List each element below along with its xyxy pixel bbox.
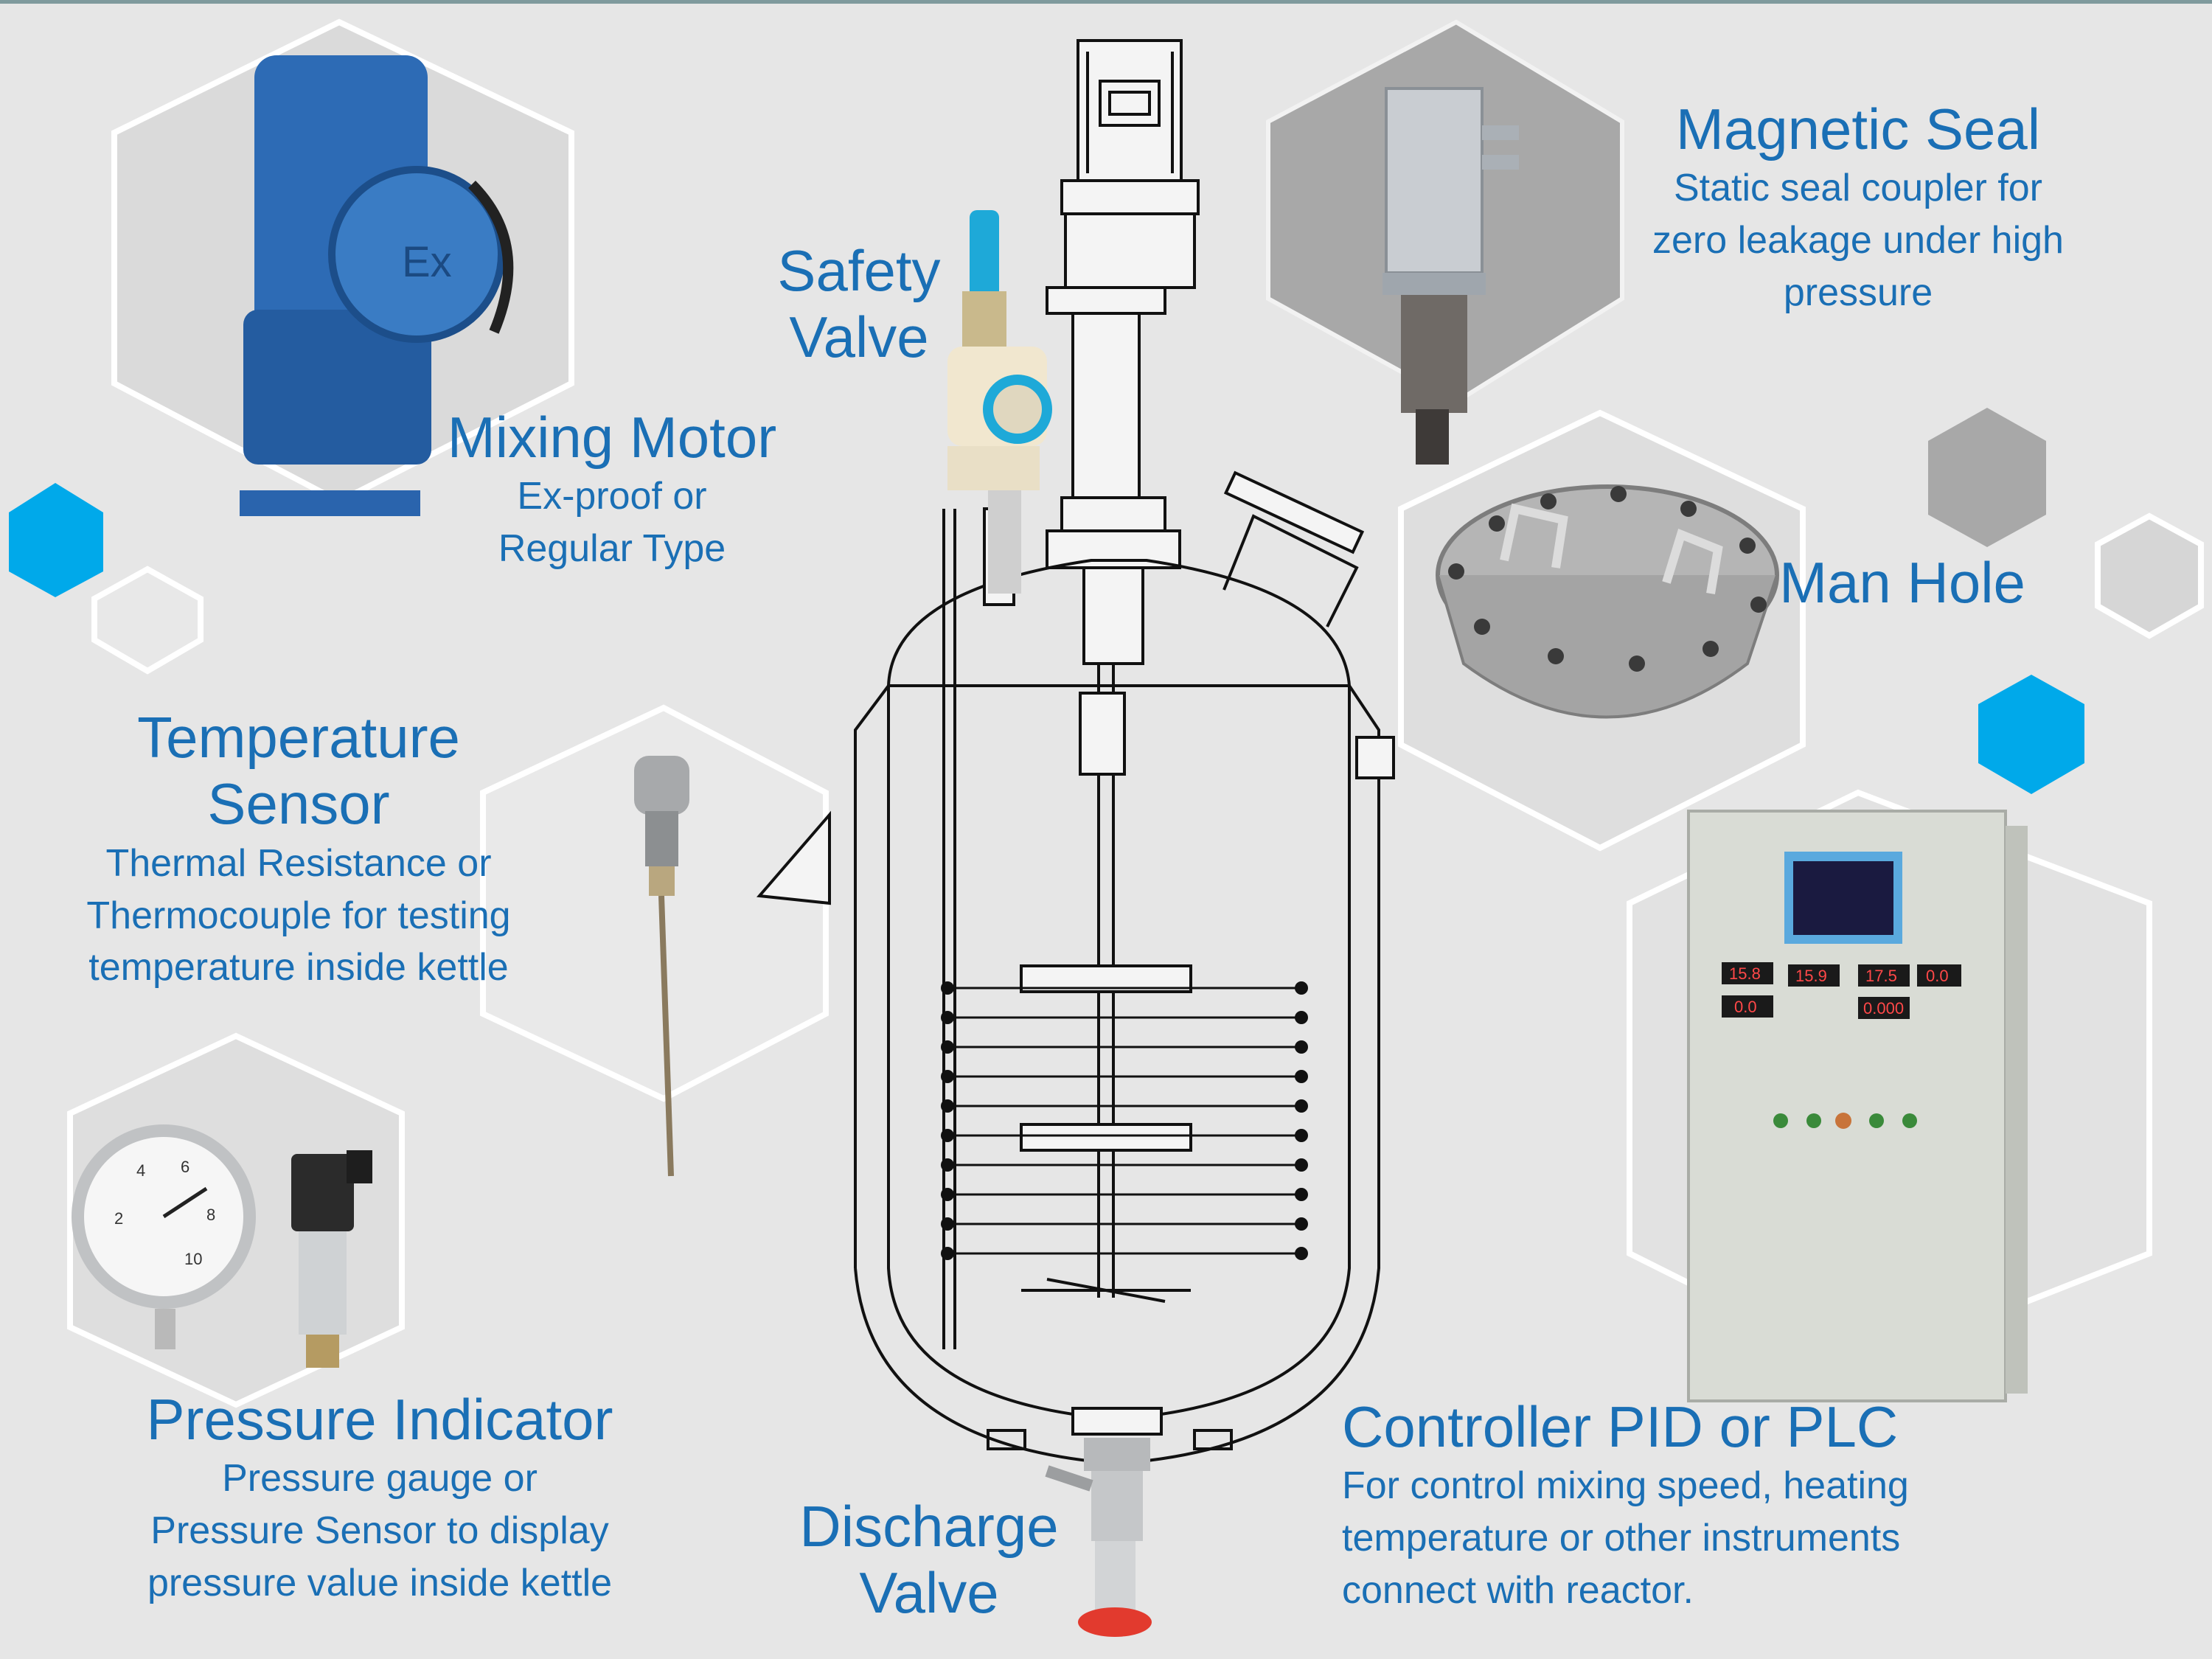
magnetic-seal-title: Magnetic Seal bbox=[1675, 97, 2041, 161]
label-temperature-sensor: Temperature Sensor Thermal Resistance or… bbox=[44, 704, 553, 994]
gauge-tick-6: 6 bbox=[181, 1158, 189, 1176]
gauge-tick-4: 4 bbox=[136, 1161, 145, 1180]
display-4: 0.0 bbox=[1734, 998, 1757, 1016]
temperature-probe-image bbox=[634, 756, 689, 1177]
safety-valve-image bbox=[947, 210, 1052, 594]
gray-hex-right-mid bbox=[2095, 512, 2204, 639]
gauge-tick-10: 10 bbox=[184, 1250, 202, 1268]
pressure-sensor-image bbox=[291, 1150, 372, 1368]
magnetic-seal-desc-3: pressure bbox=[1783, 271, 1933, 314]
manhole-image bbox=[1436, 484, 1779, 719]
label-discharge-valve: Discharge Valve bbox=[782, 1493, 1077, 1627]
temperature-sensor-desc-1: Thermal Resistance or bbox=[105, 841, 492, 885]
temperature-sensor-title-2: Sensor bbox=[207, 771, 390, 837]
temperature-sensor-desc-2: Thermocouple for testing bbox=[86, 894, 511, 937]
label-controller: Controller PID or PLC For control mixing… bbox=[1342, 1394, 2006, 1617]
mixing-motor-title: Mixing Motor bbox=[447, 405, 777, 470]
blue-hex-right bbox=[1978, 675, 2084, 794]
control-cabinet-image: 15.8 15.9 17.5 0.0 0.0 0.000 bbox=[1687, 810, 2028, 1402]
man-hole-title: Man Hole bbox=[1779, 550, 2025, 615]
pressure-indicator-title: Pressure Indicator bbox=[146, 1387, 613, 1452]
pressure-gauge-image: 2 4 6 8 10 bbox=[72, 1124, 256, 1349]
temperature-sensor-title-1: Temperature bbox=[137, 705, 460, 770]
pressure-indicator-desc-1: Pressure gauge or bbox=[222, 1457, 538, 1500]
display-6: 0.000 bbox=[1863, 999, 1904, 1018]
gray-hex-right-top bbox=[1928, 408, 2046, 547]
magnetic-seal-desc-1: Static seal coupler for bbox=[1673, 167, 2043, 210]
controller-title: Controller PID or PLC bbox=[1342, 1394, 1899, 1459]
top-border bbox=[0, 0, 2212, 4]
magnetic-seal-desc-2: zero leakage under high bbox=[1652, 219, 2064, 262]
display-5: 0.0 bbox=[1926, 967, 1949, 985]
label-safety-valve: Safety Valve bbox=[759, 237, 959, 371]
motor-ex-badge: Ex bbox=[402, 238, 452, 286]
display-3: 17.5 bbox=[1865, 967, 1897, 985]
discharge-valve-title-1: Discharge bbox=[799, 1494, 1059, 1559]
mixing-motor-image: Ex bbox=[240, 55, 514, 516]
controller-desc-1: For control mixing speed, heating bbox=[1342, 1464, 1909, 1508]
display-1: 15.8 bbox=[1729, 964, 1761, 983]
pressure-indicator-desc-2: Pressure Sensor to display bbox=[150, 1509, 609, 1553]
label-mixing-motor: Mixing Motor Ex-proof or Regular Type bbox=[435, 404, 789, 575]
discharge-valve-image bbox=[1045, 1438, 1152, 1637]
hex-panel-temperature bbox=[480, 704, 829, 1102]
gauge-tick-8: 8 bbox=[206, 1206, 215, 1224]
temperature-sensor-desc-3: temperature inside kettle bbox=[88, 946, 509, 990]
label-man-hole: Man Hole bbox=[1755, 549, 2050, 616]
discharge-valve-title-2: Valve bbox=[859, 1560, 999, 1626]
controller-desc-2: temperature or other instruments bbox=[1342, 1517, 1901, 1560]
safety-valve-title-2: Valve bbox=[789, 305, 929, 370]
label-magnetic-seal: Magnetic Seal Static seal coupler for ze… bbox=[1615, 96, 2101, 319]
mixing-motor-desc-1: Ex-proof or bbox=[517, 475, 707, 518]
blue-hex-left bbox=[9, 483, 103, 597]
controller-desc-3: connect with reactor. bbox=[1342, 1568, 1694, 1612]
pressure-indicator-desc-3: pressure value inside kettle bbox=[147, 1561, 613, 1604]
magnetic-seal-image bbox=[1382, 87, 1519, 465]
gauge-tick-2: 2 bbox=[114, 1209, 123, 1228]
safety-valve-title-1: Safety bbox=[777, 238, 941, 303]
label-pressure-indicator: Pressure Indicator Pressure gauge or Pre… bbox=[96, 1386, 664, 1610]
mixing-motor-desc-2: Regular Type bbox=[498, 527, 726, 571]
gray-hex-left bbox=[91, 566, 204, 675]
display-2: 15.9 bbox=[1795, 967, 1827, 985]
